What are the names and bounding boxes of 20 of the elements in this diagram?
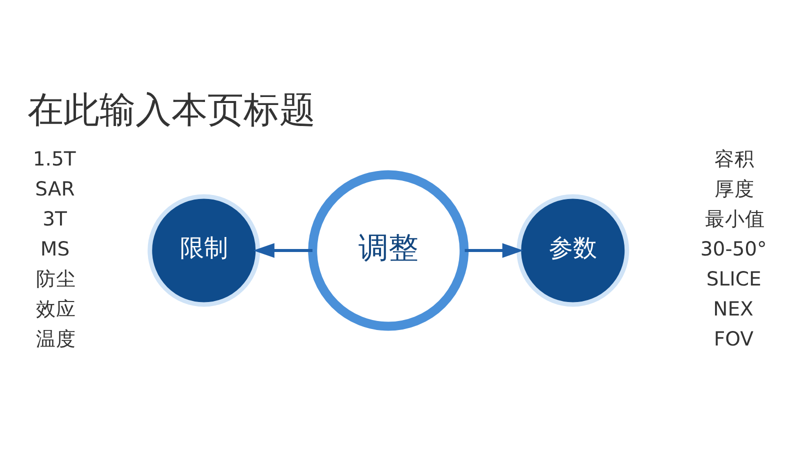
node-label: 防尘 bbox=[36, 268, 76, 291]
node-label: SLICE bbox=[706, 268, 762, 291]
node-label: 厚度 bbox=[714, 178, 755, 201]
arrow bbox=[253, 243, 312, 258]
node-label: 3T bbox=[42, 208, 67, 231]
node-label: NEX bbox=[713, 298, 754, 321]
node-label: 30-50° bbox=[700, 238, 767, 261]
arrow bbox=[464, 243, 524, 258]
diagram-title: 在此输入本页标题 bbox=[28, 90, 316, 131]
node-label: 1.5T bbox=[32, 148, 76, 171]
node-circle: 限制 bbox=[148, 194, 260, 307]
node-label: SAR bbox=[35, 178, 75, 201]
node-label: FOV bbox=[714, 328, 754, 351]
node-circle: 参数 bbox=[516, 194, 630, 307]
node-circle: 调整 bbox=[308, 170, 469, 331]
node-label: 最小值 bbox=[704, 208, 765, 231]
node-label: 温度 bbox=[36, 328, 76, 351]
node-label: MS bbox=[40, 238, 70, 261]
node-label: 容积 bbox=[714, 148, 755, 171]
node-label: 效应 bbox=[36, 298, 76, 321]
